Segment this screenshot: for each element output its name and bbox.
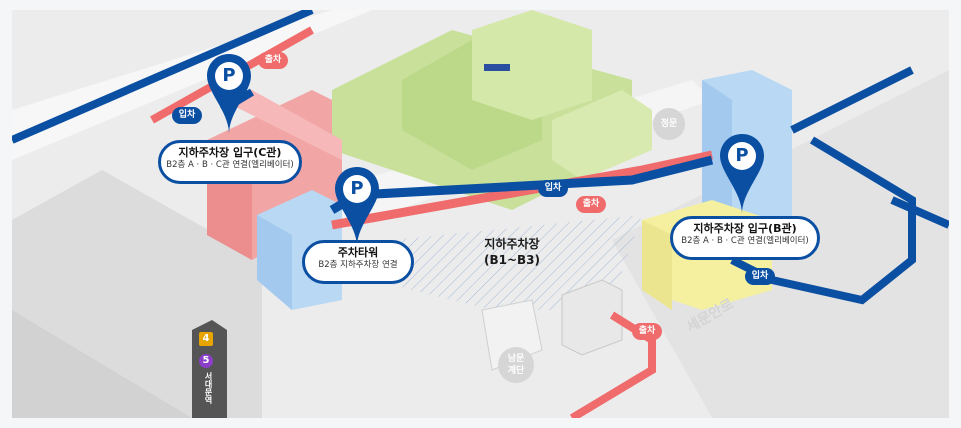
exit-badge: 출차 xyxy=(258,52,288,69)
parking-pin-icon[interactable] xyxy=(204,52,254,136)
callout-b-entrance[interactable]: 지하주차장 입구(B관) B2층 A · B · C관 연결(엘리베이터) xyxy=(670,216,820,260)
main-gate-marker: 정문 xyxy=(653,108,685,140)
entry-badge: 입차 xyxy=(172,107,202,124)
entry-badge: 입차 xyxy=(538,180,568,197)
callout-subtitle: B2층 지하주차장 연결 xyxy=(318,260,398,270)
parking-pin-icon[interactable] xyxy=(717,132,767,216)
south-stairs-marker: 남문 계단 xyxy=(498,347,534,383)
callout-subtitle: B2층 A · B · C관 연결(엘리베이터) xyxy=(166,160,294,170)
subway-station-name: 서대문역 xyxy=(204,372,213,404)
callout-title: 지하주차장 입구(C관) xyxy=(178,146,282,159)
parking-area-levels: (B1~B3) xyxy=(483,253,540,267)
underground-parking-label: 지하주차장 (B1~B3) xyxy=(467,236,557,268)
subway-line-5-badge: 5 xyxy=(199,354,213,368)
callout-subtitle: B2층 A · B · C관 연결(엘리베이터) xyxy=(681,236,809,246)
pin-letter: P xyxy=(222,65,236,86)
pin-letter: P xyxy=(735,145,749,166)
samsung-sign xyxy=(484,64,510,71)
exit-badge: 출차 xyxy=(632,323,662,340)
callout-title: 지하주차장 입구(B관) xyxy=(693,222,797,235)
parking-area-title: 지하주차장 xyxy=(484,237,540,251)
entry-badge: 입차 xyxy=(745,268,775,285)
callout-c-entrance[interactable]: 지하주차장 입구(C관) B2층 A · B · C관 연결(엘리베이터) xyxy=(158,140,302,184)
callout-parking-tower[interactable]: 주차타워 B2층 지하주차장 연결 xyxy=(302,240,414,284)
pin-letter: P xyxy=(350,178,364,199)
map-graphics xyxy=(12,10,949,418)
callout-title: 주차타워 xyxy=(337,246,379,259)
subway-line-4-badge: 4 xyxy=(199,332,213,346)
exit-badge: 출차 xyxy=(576,196,606,213)
parking-pin-icon[interactable] xyxy=(332,165,382,249)
campus-parking-map: P P P 지하주차장 입구(C관) B2층 A · B · C관 연결(엘리베… xyxy=(12,10,949,418)
